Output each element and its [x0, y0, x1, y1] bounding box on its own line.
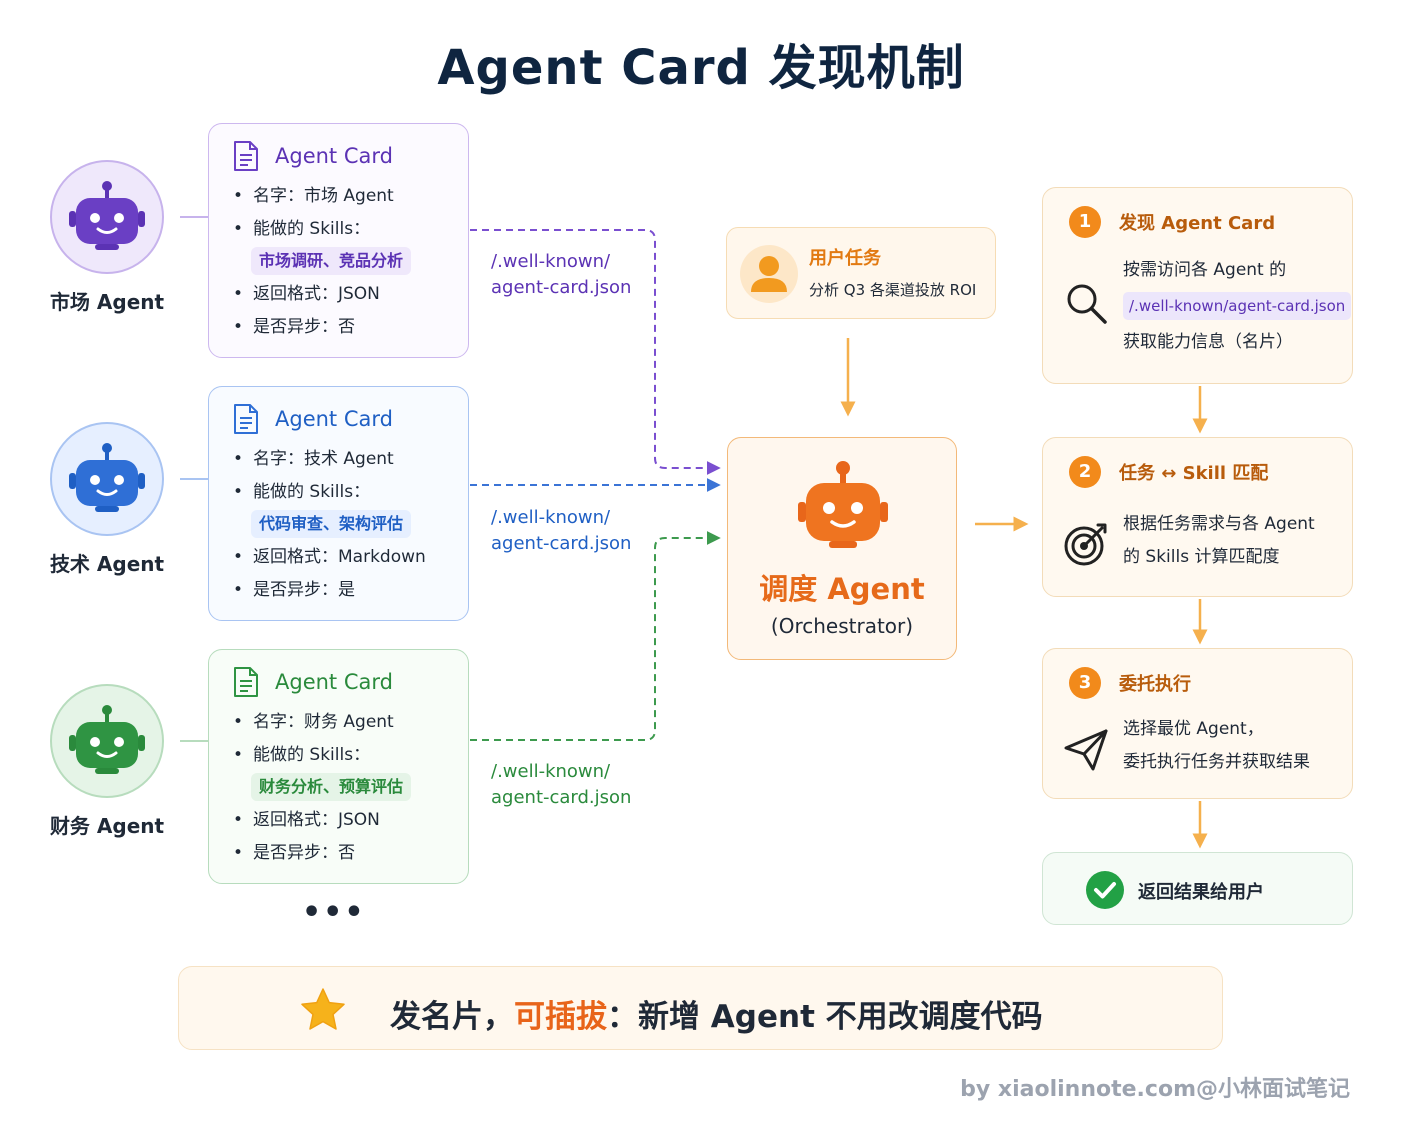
orchestrator-subtitle: (Orchestrator)	[770, 614, 914, 638]
agent-name-finance: 财务 Agent	[49, 814, 165, 838]
return-result-box: 返回结果给用户	[1042, 852, 1353, 925]
step-text: 根据任务需求与各 Agent 的 Skills 计算匹配度	[1123, 508, 1315, 574]
document-icon	[234, 404, 258, 434]
robot-icon	[50, 684, 164, 798]
card-name-line: 名字：技术 Agent	[231, 443, 446, 476]
step-text: 选择最优 Agent， 委托执行任务并获取结果	[1123, 713, 1310, 779]
summary-banner: 发名片，可插拔：新增 Agent 不用改调度代码	[178, 966, 1223, 1050]
agent-avatar-tech	[49, 421, 165, 537]
document-icon	[234, 141, 258, 171]
robot-icon	[50, 160, 164, 274]
discovery-arrow-finance	[470, 531, 721, 741]
card-async-line: 是否异步：否	[231, 837, 446, 870]
author-credit: by xiaolinnote.com@小林面试笔记	[960, 1077, 1350, 1102]
skills-tag: 财务分析、预算评估	[251, 773, 412, 801]
agent-avatar-market	[49, 159, 165, 275]
path-line-1: /.well-known/	[491, 507, 611, 528]
star-icon	[301, 988, 345, 1030]
well-known-path-tech: /.well-known/ agent-card.json	[491, 505, 631, 557]
step-delegate: 3 委托执行 选择最优 Agent， 委托执行任务并获取结果	[1042, 648, 1353, 799]
user-task-title: 用户任务	[809, 248, 881, 269]
card-title: Agent Card	[275, 407, 393, 431]
summary-part-2: ：新增 Agent 不用改调度代码	[607, 999, 1043, 1035]
more-agents-ellipsis: •••	[302, 895, 366, 930]
send-icon	[1063, 727, 1109, 773]
page-title: Agent Card 发现机制	[437, 40, 965, 96]
card-skills-label: 能做的 Skills：	[231, 213, 446, 246]
step-line-2: 委托执行任务并获取结果	[1123, 752, 1310, 772]
step-title: 任务 ↔ Skill 匹配	[1119, 463, 1269, 484]
skills-tag: 市场调研、竞品分析	[251, 247, 412, 275]
card-title: Agent Card	[275, 144, 393, 168]
path-line-2: agent-card.json	[491, 277, 632, 298]
step-line-1: 选择最优 Agent，	[1123, 719, 1264, 739]
path-line-1: /.well-known/	[491, 251, 611, 272]
search-icon	[1063, 280, 1109, 326]
step-match: 2 任务 ↔ Skill 匹配 根据任务需求与各 Agent 的 Skills …	[1042, 437, 1353, 597]
step-number: 2	[1069, 456, 1101, 488]
target-icon	[1063, 521, 1109, 567]
user-task-box: 用户任务 分析 Q3 各渠道投放 ROI	[726, 227, 996, 319]
path-line-2: agent-card.json	[491, 787, 632, 808]
card-name-line: 名字：财务 Agent	[231, 706, 446, 739]
card-name-line: 名字：市场 Agent	[231, 180, 446, 213]
summary-highlight: 可插拔	[514, 999, 607, 1035]
agent-card-market: Agent Card 名字：市场 Agent 能做的 Skills： 市场调研、…	[208, 123, 469, 358]
step-line-2: 的 Skills 计算匹配度	[1123, 547, 1280, 567]
user-task-desc: 分析 Q3 各渠道投放 ROI	[809, 281, 977, 299]
orchestrator-box: 调度 Agent (Orchestrator)	[727, 437, 957, 660]
well-known-path-chip: /.well-known/agent-card.json	[1123, 292, 1352, 320]
step-title: 委托执行	[1119, 674, 1191, 695]
check-circle-icon	[1086, 871, 1124, 909]
robot-icon	[50, 422, 164, 536]
step-line-2: 获取能力信息（名片）	[1123, 332, 1293, 352]
user-icon	[740, 245, 798, 303]
agent-card-tech: Agent Card 名字：技术 Agent 能做的 Skills： 代码审查、…	[208, 386, 469, 621]
path-line-2: agent-card.json	[491, 533, 632, 554]
step-line-1: 根据任务需求与各 Agent	[1123, 514, 1315, 534]
skills-tag: 代码审查、架构评估	[251, 510, 412, 538]
return-result-text: 返回结果给用户	[1138, 882, 1264, 903]
step-number: 1	[1069, 206, 1101, 238]
card-title: Agent Card	[275, 670, 393, 694]
card-format-line: 返回格式：JSON	[231, 278, 446, 311]
card-async-line: 是否异步：否	[231, 311, 446, 344]
card-async-line: 是否异步：是	[231, 574, 446, 607]
well-known-path-finance: /.well-known/ agent-card.json	[491, 759, 631, 811]
summary-part-1: 发名片，	[390, 999, 514, 1035]
path-line-1: /.well-known/	[491, 761, 611, 782]
agent-name-market: 市场 Agent	[49, 290, 165, 314]
robot-icon	[798, 461, 888, 548]
card-skills-label: 能做的 Skills：	[231, 476, 446, 509]
agent-card-finance: Agent Card 名字：财务 Agent 能做的 Skills： 财务分析、…	[208, 649, 469, 884]
step-line-1: 按需访问各 Agent 的	[1123, 260, 1287, 280]
well-known-path-market: /.well-known/ agent-card.json	[491, 249, 631, 301]
step-title: 发现 Agent Card	[1119, 213, 1276, 234]
agent-name-tech: 技术 Agent	[49, 552, 165, 576]
card-format-line: 返回格式：JSON	[231, 804, 446, 837]
orchestrator-name: 调度 Agent	[759, 572, 925, 606]
card-format-line: 返回格式：Markdown	[231, 541, 446, 574]
step-number: 3	[1069, 667, 1101, 699]
agent-avatar-finance	[49, 683, 165, 799]
document-icon	[234, 667, 258, 697]
summary-text: 发名片，可插拔：新增 Agent 不用改调度代码	[390, 991, 1043, 1036]
step-discover: 1 发现 Agent Card 按需访问各 Agent 的 /.well-kno…	[1042, 187, 1353, 384]
card-skills-label: 能做的 Skills：	[231, 739, 446, 772]
step-text: 按需访问各 Agent 的 /.well-known/agent-card.js…	[1123, 254, 1352, 359]
